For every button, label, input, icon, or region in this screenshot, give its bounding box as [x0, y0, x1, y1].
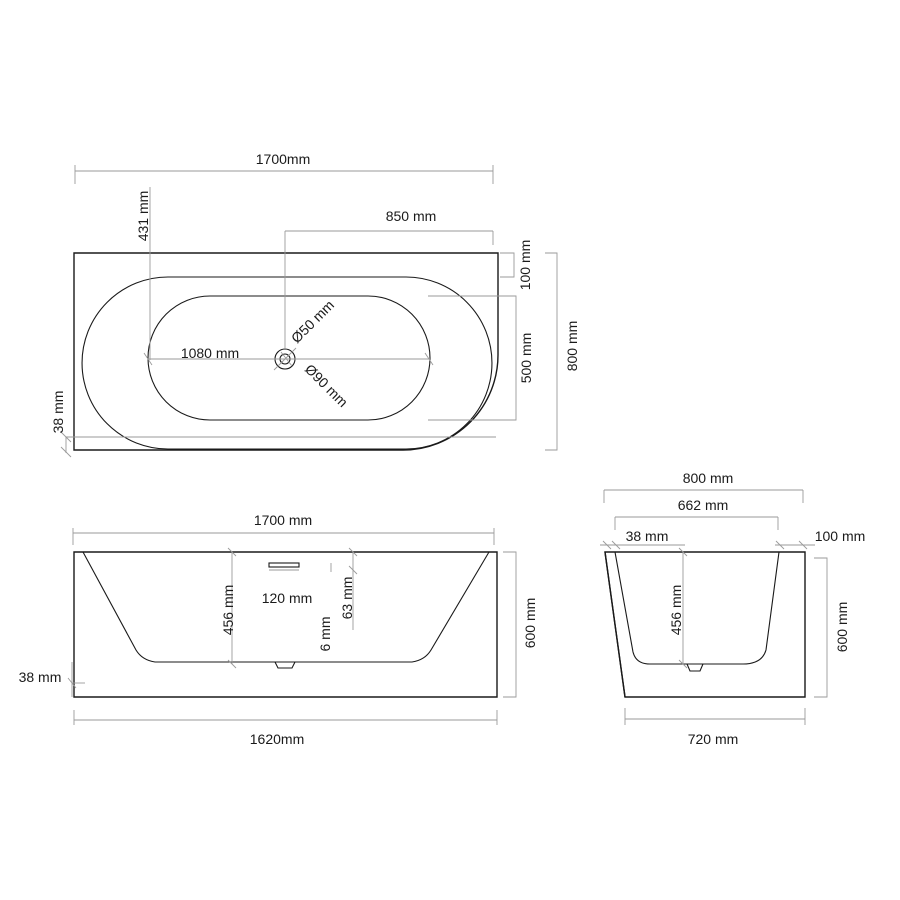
dim-bracket-500 — [428, 295, 517, 421]
label-overflow-6: 6 mm — [317, 617, 333, 652]
dim-bracket-600-side — [503, 551, 517, 698]
label-drain-50: Ø50 mm — [288, 297, 337, 346]
label-depth-456-end: 456 mm — [668, 585, 684, 636]
label-height-600-end: 600 mm — [834, 602, 850, 653]
label-length-top-side: 1700 mm — [254, 512, 312, 528]
label-offset-850: 850 mm — [386, 208, 437, 224]
side-drain — [274, 661, 296, 669]
dim-bracket-800 — [545, 252, 558, 451]
label-overflow-63: 63 mm — [339, 577, 355, 620]
label-wall-38-side: 38 mm — [19, 669, 62, 685]
label-wall-100-end: 100 mm — [815, 528, 866, 544]
label-rim-100: 100 mm — [517, 240, 533, 291]
side-view-basin — [82, 551, 490, 663]
side-view: 1700 mm 456 mm 120 mm 6 mm 63 mm 600 mm … — [19, 512, 538, 747]
label-length-base: 1620mm — [250, 731, 304, 747]
label-inner-1080: 1080 mm — [181, 345, 239, 361]
label-inner-500: 500 mm — [518, 333, 534, 384]
end-drain — [686, 663, 704, 672]
end-view-basin — [614, 551, 780, 665]
end-view: 800 mm 662 mm 38 mm 100 mm 456 mm 600 mm… — [600, 470, 865, 747]
label-width-800-end: 800 mm — [683, 470, 734, 486]
label-overflow-120: 120 mm — [262, 590, 313, 606]
top-view-basin — [147, 295, 431, 421]
label-height-600-side: 600 mm — [522, 598, 538, 649]
label-base-720: 720 mm — [688, 731, 739, 747]
label-inner-662: 662 mm — [678, 497, 729, 513]
label-offset-431: 431 mm — [135, 191, 151, 242]
overflow-fitting — [268, 562, 300, 568]
label-drain-90: Ø90 mm — [302, 361, 351, 410]
label-depth-456-side: 456 mm — [220, 585, 236, 636]
top-view-rim — [81, 276, 493, 450]
label-width-800: 800 mm — [564, 321, 580, 372]
side-view-outline — [73, 551, 498, 698]
label-wall-38-end: 38 mm — [626, 528, 669, 544]
dim-bracket-100 — [500, 252, 515, 278]
label-wall-38-top: 38 mm — [50, 391, 66, 434]
dim-bracket-600-end — [814, 557, 828, 698]
label-length-top: 1700mm — [256, 151, 310, 167]
top-view: 1700mm 431 mm 850 mm 100 mm 500 mm 800 m… — [50, 151, 580, 458]
end-view-outline — [604, 551, 806, 698]
top-view-outline — [73, 252, 499, 451]
